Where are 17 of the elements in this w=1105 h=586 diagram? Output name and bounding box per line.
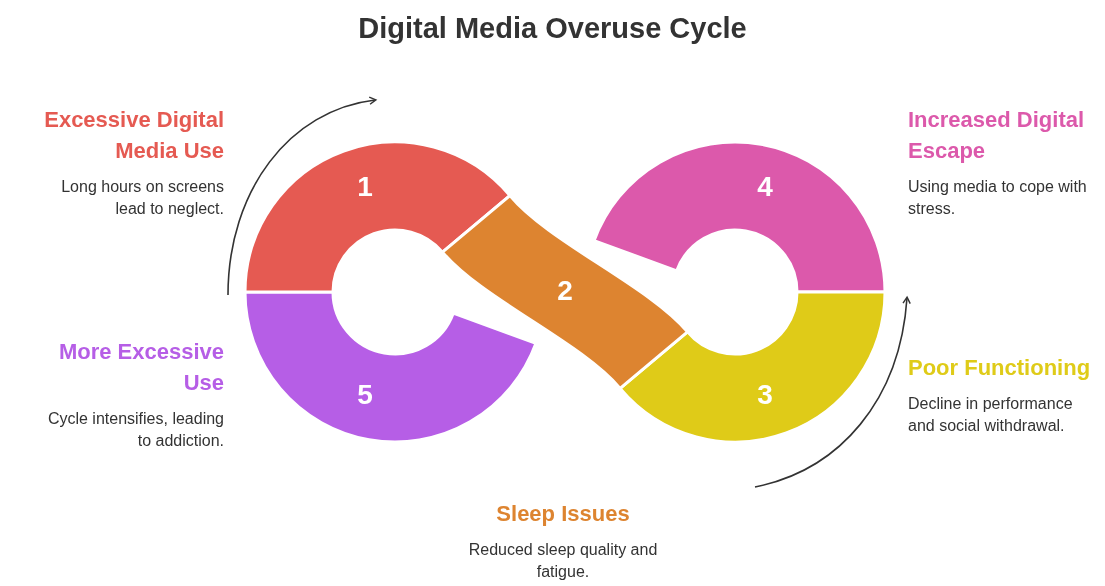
step-number: 3 bbox=[757, 379, 773, 410]
step-heading: Poor Functioning bbox=[908, 354, 1092, 382]
step-number: 4 bbox=[757, 171, 773, 202]
step-number: 1 bbox=[357, 171, 373, 202]
step-heading: Sleep Issues bbox=[495, 500, 631, 528]
ring-segment bbox=[441, 194, 689, 390]
step-description: Long hours on screens lead to neglect. bbox=[60, 177, 224, 219]
step-heading: More Excessive Use bbox=[57, 338, 224, 397]
step-number: 2 bbox=[557, 275, 573, 306]
step-description: Decline in performance and social withdrawal. bbox=[908, 394, 1074, 436]
step-heading: Excessive Digital Media Use bbox=[43, 106, 224, 165]
step-description: Using media to cope with stress. bbox=[908, 177, 1088, 219]
step-description: Cycle intensifies, leading to addiction. bbox=[46, 409, 224, 451]
title: Digital Media Overuse Cycle bbox=[357, 12, 748, 45]
step-description: Reduced sleep quality and fatigue. bbox=[467, 540, 659, 582]
step-heading: Increased Digital Escape bbox=[908, 106, 1086, 165]
step-number: 5 bbox=[357, 379, 373, 410]
